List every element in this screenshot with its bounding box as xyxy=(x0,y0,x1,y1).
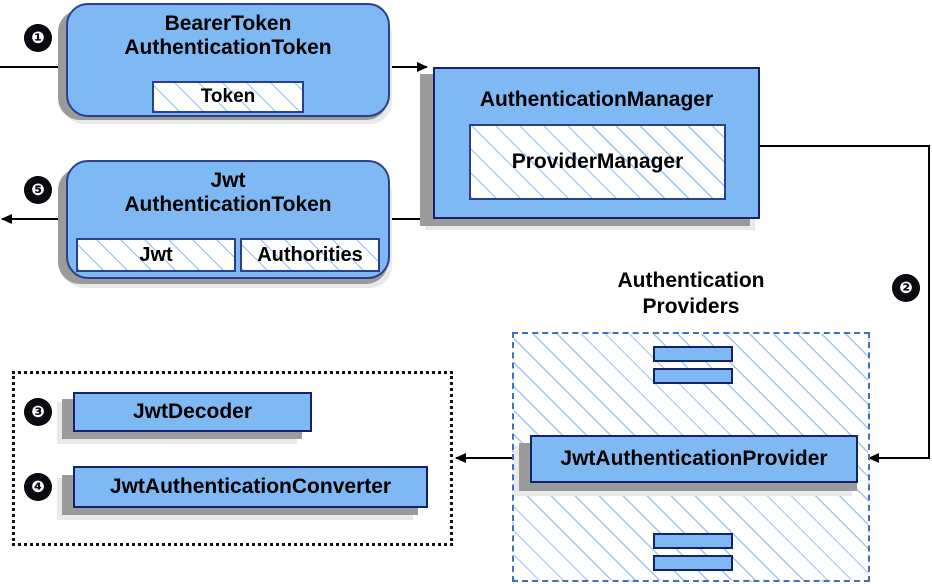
bearer-token-inner-token[interactable]: Token xyxy=(152,81,304,113)
node-authentication-manager[interactable]: AuthenticationManager ProviderManager xyxy=(433,67,760,219)
authentication-manager-title: AuthenticationManager xyxy=(479,88,714,111)
step-badge-3-glyph: ❸ xyxy=(31,404,45,421)
jwt-authentication-converter-label: JwtAuthenticationConverter xyxy=(109,475,392,498)
jwt-decoder-label: JwtDecoder xyxy=(132,400,253,423)
jwt-authentication-provider-label: JwtAuthenticationProvider xyxy=(560,447,828,470)
provider-stub-top-bar-1 xyxy=(653,346,733,362)
bearer-token-title-line1: BearerToken xyxy=(164,12,292,35)
provider-stub-bottom-bar-2 xyxy=(653,555,733,571)
node-jwt-authentication-provider[interactable]: JwtAuthenticationProvider xyxy=(530,435,858,483)
jwt-token-title-line2: AuthenticationToken xyxy=(124,193,332,216)
provider-manager-label: ProviderManager xyxy=(511,150,684,173)
node-jwt-decoder[interactable]: JwtDecoder xyxy=(73,392,312,432)
step-badge-5: ❺ xyxy=(25,177,51,203)
step-badge-1: ❶ xyxy=(25,25,51,51)
step-badge-4: ❹ xyxy=(25,474,51,500)
node-bearer-token-authentication-token[interactable]: BearerToken AuthenticationToken Token xyxy=(66,3,390,117)
node-jwt-authentication-token[interactable]: Jwt AuthenticationToken Jwt Authorities xyxy=(66,160,390,279)
step-badge-2-glyph: ❷ xyxy=(899,280,913,297)
step-badge-1-glyph: ❶ xyxy=(31,30,45,47)
step-badge-4-glyph: ❹ xyxy=(31,479,45,496)
jwt-token-title-line1: Jwt xyxy=(210,169,246,192)
node-jwt-authentication-converter[interactable]: JwtAuthenticationConverter xyxy=(73,466,428,508)
jwt-token-inner-authorities[interactable]: Authorities xyxy=(240,238,380,272)
provider-stub-top-bar-2 xyxy=(653,368,733,384)
bearer-token-inner-token-label: Token xyxy=(200,86,256,107)
authentication-manager-inner-provider-manager[interactable]: ProviderManager xyxy=(469,124,726,200)
step-badge-2: ❷ xyxy=(893,275,919,301)
jwt-token-inner-jwt-label: Jwt xyxy=(139,243,173,266)
jwt-token-inner-authorities-label: Authorities xyxy=(257,243,363,266)
group-jwt-support-components xyxy=(12,371,453,546)
jwt-token-inner-jwt[interactable]: Jwt xyxy=(76,238,236,272)
authentication-providers-caption-line1: Authentication xyxy=(617,269,765,292)
step-badge-3: ❸ xyxy=(25,399,51,425)
authentication-providers-caption-line2: Providers xyxy=(642,295,740,318)
step-badge-5-glyph: ❺ xyxy=(31,182,45,199)
bearer-token-title-line2: AuthenticationToken xyxy=(124,36,332,59)
provider-stub-bottom-bar-1 xyxy=(653,533,733,549)
